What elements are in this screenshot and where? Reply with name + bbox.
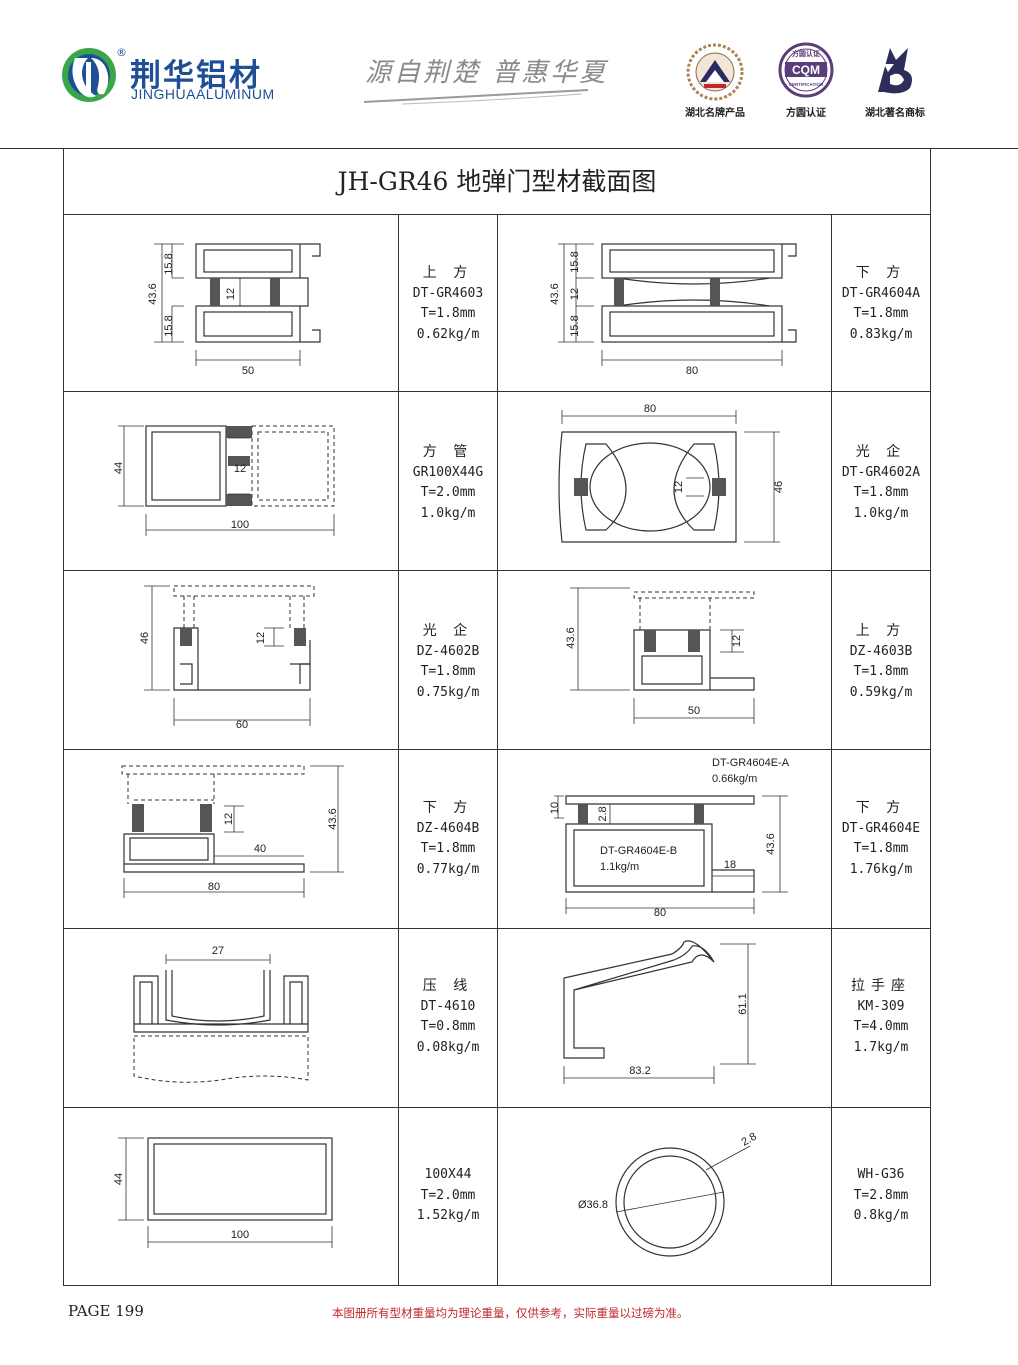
svg-text:60: 60	[236, 719, 248, 730]
svg-text:2.8: 2.8	[740, 1131, 759, 1149]
svg-text:15.8: 15.8	[163, 315, 175, 336]
profile-drawing-dz-4602b: 46 12 60	[139, 585, 315, 730]
hubei-trademark-icon	[878, 48, 912, 94]
svg-text:15.8: 15.8	[569, 315, 581, 336]
svg-text:Ø36.8: Ø36.8	[578, 1199, 608, 1211]
svg-text:1.1kg/m: 1.1kg/m	[600, 861, 639, 873]
svg-text:100: 100	[231, 519, 249, 531]
svg-text:46: 46	[139, 632, 151, 644]
svg-text:100: 100	[231, 1229, 249, 1241]
profile-drawing-dt-gr4602a: 80 12 46	[558, 403, 785, 543]
profile-drawing-km-309: 61.1 83.2	[563, 940, 756, 1084]
svg-text:44: 44	[113, 462, 125, 474]
svg-text:12: 12	[234, 463, 246, 475]
brand-name-en: JINGHUAALUMINUM	[131, 86, 275, 102]
svg-text:15.8: 15.8	[569, 251, 581, 272]
slogan: 源自荆楚 普惠华夏	[365, 58, 609, 88]
profile-drawing-dt-4610: 27	[133, 945, 309, 1083]
profile-drawing-dt-gr4604e: DT-GR4604E-A 0.66kg/m 10 2.8 43.6 18 80 …	[549, 757, 790, 919]
row-divider	[64, 928, 930, 929]
svg-text:12: 12	[255, 632, 267, 644]
svg-text:61.1: 61.1	[737, 993, 749, 1014]
profile-drawing-wh-g36: 2.8 Ø36.8	[578, 1131, 759, 1257]
svg-text:DT-GR4604E-A: DT-GR4604E-A	[712, 757, 790, 769]
row-divider	[64, 1107, 930, 1108]
svg-text:83.2: 83.2	[629, 1065, 650, 1077]
svg-text:43.6: 43.6	[327, 808, 339, 829]
svg-text:12: 12	[731, 635, 743, 647]
profile-drawing-dz-4603b: 43.6 12 50	[565, 587, 755, 724]
cqm-certification-icon: 方圆认证 CQM CERTIFICATION	[778, 42, 834, 98]
svg-text:12: 12	[569, 288, 581, 300]
svg-text:43.6: 43.6	[147, 283, 159, 304]
title-row: JH-GR46 地弹门型材截面图	[64, 148, 930, 215]
row-divider	[64, 391, 930, 392]
svg-text:43.6: 43.6	[549, 283, 561, 304]
profile-drawing-gr100x44g: 44 12 100	[113, 425, 335, 536]
svg-text:40: 40	[254, 843, 266, 855]
svg-text:12: 12	[225, 288, 237, 300]
brand-name-cn: 荆华铝材	[130, 58, 262, 94]
svg-text:方圆认证: 方圆认证	[792, 49, 820, 58]
svg-text:43.6: 43.6	[565, 627, 577, 648]
badge-hubei-trademark: 湖北著名商标	[860, 40, 930, 119]
weight-disclaimer: 本图册所有型材重量均为理论重量，仅供参考，实际重量以过磅为准。	[332, 1306, 689, 1320]
svg-text:50: 50	[688, 705, 700, 717]
svg-text:CERTIFICATION: CERTIFICATION	[789, 82, 823, 87]
slogan-underline	[363, 89, 589, 105]
row-divider	[64, 749, 930, 750]
svg-text:10: 10	[549, 802, 561, 814]
jinghua-logo-icon	[62, 48, 116, 102]
svg-text:80: 80	[208, 881, 220, 893]
svg-text:46: 46	[773, 481, 785, 493]
svg-text:27: 27	[212, 945, 224, 957]
svg-text:80: 80	[686, 365, 698, 377]
svg-text:12: 12	[223, 813, 235, 825]
profile-drawing-dt-gr4604a: 15.8 43.6 12 15.8 80	[549, 243, 797, 377]
svg-text:0.66kg/m: 0.66kg/m	[712, 773, 757, 785]
header-rule	[0, 148, 1018, 149]
svg-text:12: 12	[673, 481, 685, 493]
svg-text:80: 80	[654, 907, 666, 919]
hubei-brand-seal-icon	[686, 43, 744, 101]
profile-drawing-100x44: 44 100	[113, 1137, 333, 1248]
svg-text:DT-GR4604E-B: DT-GR4604E-B	[600, 845, 677, 857]
profile-table: JH-GR46 地弹门型材截面图 15.8 43.6 12 15.8 50 上 …	[63, 148, 931, 1286]
row-divider	[64, 570, 930, 571]
svg-text:CQM: CQM	[792, 63, 820, 77]
profile-drawing-dz-4604b: 12 43.6 40 80	[121, 765, 344, 898]
svg-text:15.8: 15.8	[163, 253, 175, 274]
page-title: JH-GR46 地弹门型材截面图	[337, 167, 657, 196]
badge-hubei-brand: 湖北名牌产品	[680, 40, 750, 119]
page-header: ® 荆华铝材 JINGHUAALUMINUM 源自荆楚 普惠华夏 湖北名牌产品 …	[0, 0, 1018, 148]
svg-text:43.6: 43.6	[765, 833, 777, 854]
profile-drawing-dt-gr4603: 15.8 43.6 12 15.8 50	[147, 243, 321, 377]
badge-cqm: 方圆认证 CQM CERTIFICATION 方圆认证	[772, 40, 840, 119]
registered-mark: ®	[116, 46, 127, 59]
svg-text:50: 50	[242, 365, 254, 377]
svg-text:44: 44	[113, 1173, 125, 1185]
svg-text:18: 18	[724, 859, 736, 871]
svg-text:2.8: 2.8	[597, 806, 609, 821]
page-number: PAGE 199	[68, 1302, 144, 1320]
svg-text:80: 80	[644, 403, 656, 415]
